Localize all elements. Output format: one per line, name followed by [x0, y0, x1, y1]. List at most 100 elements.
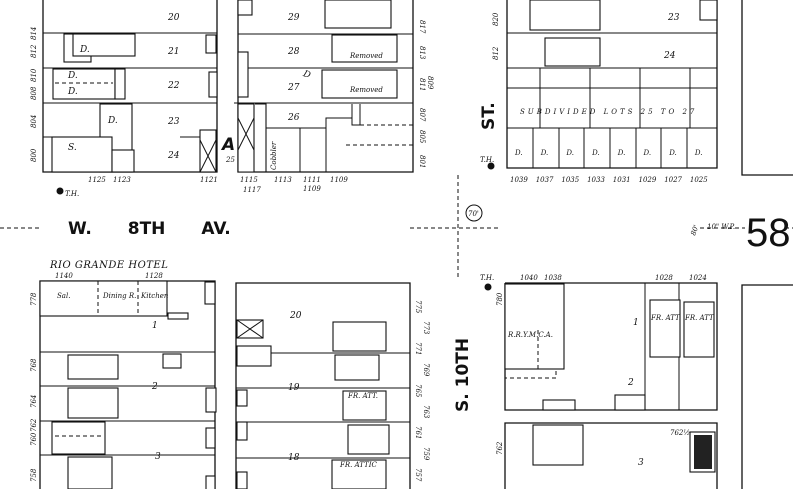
- top-right-block: 23 24 SUBDIVIDED LOTS 25 TO 27 820 812 1…: [480, 0, 793, 184]
- address: 814: [30, 27, 38, 40]
- hydrant-marker: [56, 187, 64, 195]
- address: 808: [30, 86, 38, 100]
- address: 762: [30, 418, 38, 432]
- frame-attic-label: FR. ATTIC: [339, 461, 377, 469]
- building-name: R.R.Y.M.C.A.: [507, 331, 553, 339]
- cobbler-label: Cobbler: [270, 141, 278, 170]
- address: 813: [418, 46, 426, 60]
- address: 1128: [145, 272, 163, 280]
- address: 1123: [113, 176, 131, 184]
- th-label: T.H.: [65, 190, 79, 198]
- lot-number: 20: [167, 13, 180, 23]
- avenue-name: W. 8TH AV.: [68, 219, 231, 239]
- address: 1121: [200, 176, 218, 184]
- lot-number: 18: [288, 453, 300, 463]
- address: 811: [418, 78, 426, 91]
- frame-attic-label: FR. ATT.: [684, 314, 715, 322]
- removed-label: Removed: [349, 52, 383, 60]
- removed-label: Removed: [349, 86, 383, 94]
- address: 1035: [561, 176, 579, 184]
- lot-number: 25: [225, 156, 235, 164]
- lot-number: 26: [287, 113, 300, 123]
- address: 1028: [655, 274, 673, 282]
- address: 812: [30, 44, 38, 58]
- dwelling-label: D.: [514, 149, 523, 157]
- street-width: 80': [689, 224, 700, 237]
- store-label: S.: [68, 143, 77, 153]
- lot-number: 23: [167, 117, 180, 127]
- address: 762½: [670, 429, 690, 437]
- address: 763: [422, 405, 430, 419]
- lot-number: 1: [633, 318, 639, 328]
- address: 778: [30, 292, 38, 306]
- dwelling-label: D.: [540, 149, 549, 157]
- street-name-top: ST.: [479, 102, 499, 130]
- address: 760: [30, 432, 38, 446]
- lot-number: 27: [287, 83, 300, 93]
- lot-number: 1: [152, 321, 158, 331]
- address: 757: [414, 468, 422, 482]
- address: 765: [414, 384, 422, 398]
- lot-number: 19: [288, 383, 300, 393]
- address: 762: [496, 441, 504, 455]
- streets: W. 8TH AV. ST. S. 10TH 70' 80' 10" W.P. …: [0, 102, 793, 412]
- address: 807: [418, 108, 426, 122]
- address: 1113: [274, 176, 292, 184]
- dwelling-label: D.: [643, 149, 652, 157]
- address: 1037: [536, 176, 554, 184]
- address: 1111: [303, 176, 321, 184]
- address: 758: [30, 468, 38, 482]
- room-label: Dining R.: [102, 292, 136, 300]
- dwelling-label: D.: [617, 149, 626, 157]
- address: 801: [418, 155, 426, 168]
- dwelling-label: D.: [694, 149, 703, 157]
- dwelling-label: D.: [79, 45, 90, 55]
- address: 1038: [544, 274, 562, 282]
- th-label: T.H.: [480, 156, 494, 164]
- address: 1027: [664, 176, 682, 184]
- hotel-name: RIO GRANDE HOTEL: [49, 260, 168, 271]
- dwelling-label: D.: [565, 149, 574, 157]
- frame-attic-label: FR. ATT.: [347, 392, 378, 400]
- room-label: Kitchen: [140, 292, 169, 300]
- address: 810: [30, 68, 38, 82]
- address: 820: [492, 12, 500, 26]
- lot-number: 2: [151, 382, 158, 392]
- top-middle-block: 29 28 27 26 25 Cobbler Removed Removed A…: [220, 0, 434, 194]
- lot-number: 29: [287, 13, 300, 23]
- address: 768: [30, 358, 38, 372]
- bottom-right-block: T.H. 1040 1038 1028 1024 R.R.Y.M.C.A. FR…: [480, 274, 793, 489]
- address: 1024: [689, 274, 707, 282]
- address: 759: [422, 447, 430, 461]
- address: 809: [426, 76, 434, 90]
- dwelling-label: D.: [107, 116, 118, 126]
- address: 1115: [240, 176, 258, 184]
- lot-number: 22: [167, 81, 180, 91]
- address: 1040: [520, 274, 538, 282]
- lot-number: 28: [287, 47, 300, 57]
- street-width: 70': [468, 210, 479, 218]
- address: 1031: [613, 176, 631, 184]
- address: 780: [496, 292, 504, 306]
- lot-number: 21: [167, 47, 179, 57]
- subdivided-lots-label: SUBDIVIDED LOTS 25 TO 27: [520, 108, 697, 116]
- address: 805: [418, 130, 426, 144]
- lot-number: 20: [289, 311, 302, 321]
- map-mark: D: [301, 69, 312, 81]
- lot-number: 24: [663, 51, 676, 61]
- address: 1117: [243, 186, 261, 194]
- address: 1140: [55, 272, 73, 280]
- lot-number: 3: [638, 458, 644, 468]
- address: 812: [492, 46, 500, 60]
- width-circle: [465, 204, 483, 222]
- address: 771: [414, 342, 422, 355]
- address: 1109: [303, 185, 321, 193]
- address: 1033: [587, 176, 605, 184]
- address: 1029: [639, 176, 657, 184]
- lot-number: 23: [667, 13, 680, 23]
- dwelling-label: D.: [67, 87, 78, 97]
- lot-number: 3: [155, 452, 161, 462]
